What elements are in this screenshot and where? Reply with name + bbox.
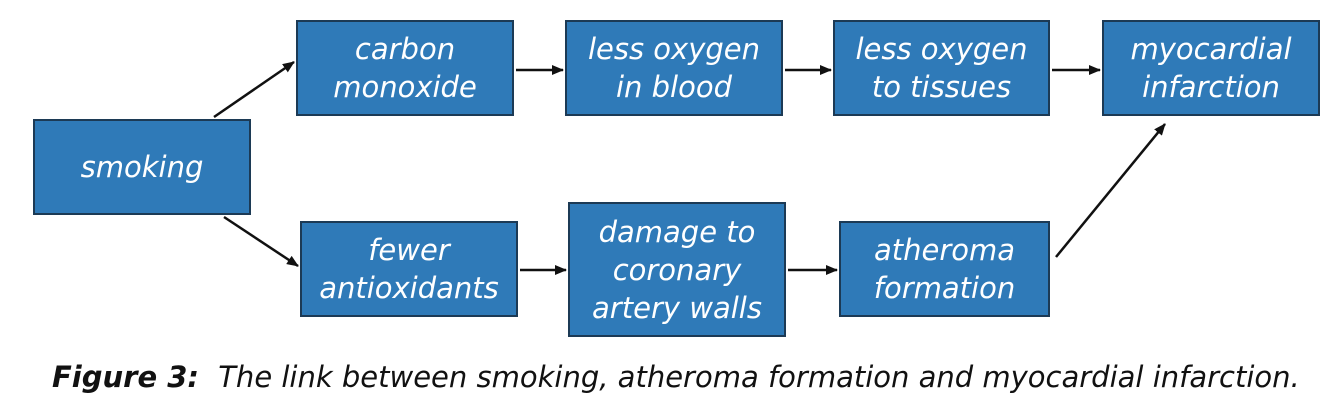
figure-caption-text: The link between smoking, atheroma forma… — [218, 360, 1300, 394]
node-fewer-antioxidants: fewer antioxidants — [300, 221, 518, 317]
node-carbon-monoxide: carbon monoxide — [296, 20, 514, 116]
arrow-smoking-to-fewer-antioxidants — [223, 215, 299, 268]
node-damage-to-coronary-artery-walls: damage to coronary artery walls — [568, 202, 786, 337]
node-less-oxygen-in-blood: less oxygen in blood — [565, 20, 783, 116]
arrow-atheroma-formation-to-myocardial-infarction — [1055, 123, 1166, 258]
arrow-smoking-to-carbon-monoxide — [213, 60, 295, 119]
node-myocardial-infarction: myocardial infarction — [1102, 20, 1320, 116]
node-atheroma-formation: atheroma formation — [839, 221, 1050, 317]
figure-caption: Figure 3: The link between smoking, athe… — [52, 360, 1322, 394]
node-smoking: smoking — [33, 119, 251, 215]
node-less-oxygen-to-tissues: less oxygen to tissues — [833, 20, 1050, 116]
figure-label: Figure 3: — [52, 360, 199, 394]
